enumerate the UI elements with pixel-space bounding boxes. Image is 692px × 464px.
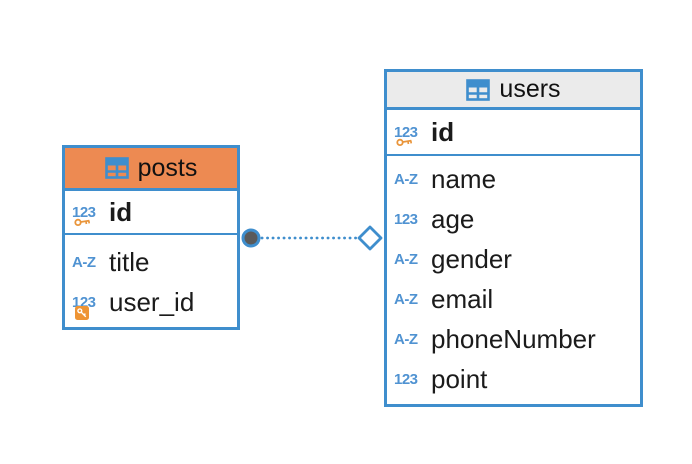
posts-fields-section: A-Z title 123 user_id [65,235,237,322]
numeric-type-icon: 123 [394,372,424,387]
foreign-key-icon [75,305,89,320]
text-type-icon: A-Z [394,292,424,307]
field-row-users-age[interactable]: 123 age [387,199,640,239]
numeric-type-icon: 123 [72,203,102,226]
type-icon-label: A-Z [394,290,418,308]
text-type-icon: A-Z [394,332,424,347]
numeric-type-icon: 123 [394,123,424,146]
text-type-icon: A-Z [394,172,424,187]
type-icon-label: A-Z [394,170,418,188]
type-icon-label: 123 [394,370,418,388]
field-row-users-gender[interactable]: A-Z gender [387,239,640,279]
field-name: email [431,284,494,314]
type-icon-label: 123 [394,123,418,141]
numeric-type-icon: 123 [72,295,102,320]
relationship-diamond-end [357,225,383,251]
text-type-icon: A-Z [394,252,424,267]
field-name: phoneNumber [431,324,596,354]
field-row-posts-id[interactable]: 123 id [65,191,237,233]
type-icon-label: 123 [72,203,96,221]
users-fields-section: A-Z name 123 age A-Z gender A-Z e [387,156,640,399]
type-icon-label: A-Z [72,253,96,271]
field-name: name [431,164,497,194]
relationship-dot-end [241,228,261,248]
field-name: title [109,247,150,277]
table-name: posts [137,153,198,182]
type-icon-label: A-Z [394,250,418,268]
type-icon-label: A-Z [394,330,418,348]
field-row-users-phonenumber[interactable]: A-Z phoneNumber [387,319,640,359]
table-users-header[interactable]: users [387,72,640,110]
posts-primary-key-section: 123 id [65,191,237,235]
field-name: id [109,197,133,227]
field-name: id [431,117,455,147]
table-icon [104,157,129,179]
field-name: user_id [109,287,195,317]
field-row-users-id[interactable]: 123 id [387,110,640,154]
table-icon [466,78,491,101]
field-row-users-name[interactable]: A-Z name [387,159,640,199]
numeric-type-icon: 123 [394,212,424,227]
primary-key-icon [74,218,91,226]
table-name: users [499,75,561,103]
table-users[interactable]: users 123 id A-Z [384,69,643,407]
field-name: gender [431,244,512,274]
field-row-users-email[interactable]: A-Z email [387,279,640,319]
field-name: point [431,364,488,394]
field-row-users-point[interactable]: 123 point [387,359,640,399]
table-posts-header[interactable]: posts [65,148,237,191]
text-type-icon: A-Z [72,255,102,270]
table-posts[interactable]: posts 123 id A-Z [62,145,240,330]
type-icon-label: 123 [394,210,418,228]
field-row-posts-title[interactable]: A-Z title [65,242,237,282]
primary-key-icon [396,138,413,146]
relationship-connector[interactable] [229,220,391,258]
field-name: age [431,204,475,234]
users-primary-key-section: 123 id [387,110,640,156]
field-row-posts-user-id[interactable]: 123 user_id [65,282,237,322]
